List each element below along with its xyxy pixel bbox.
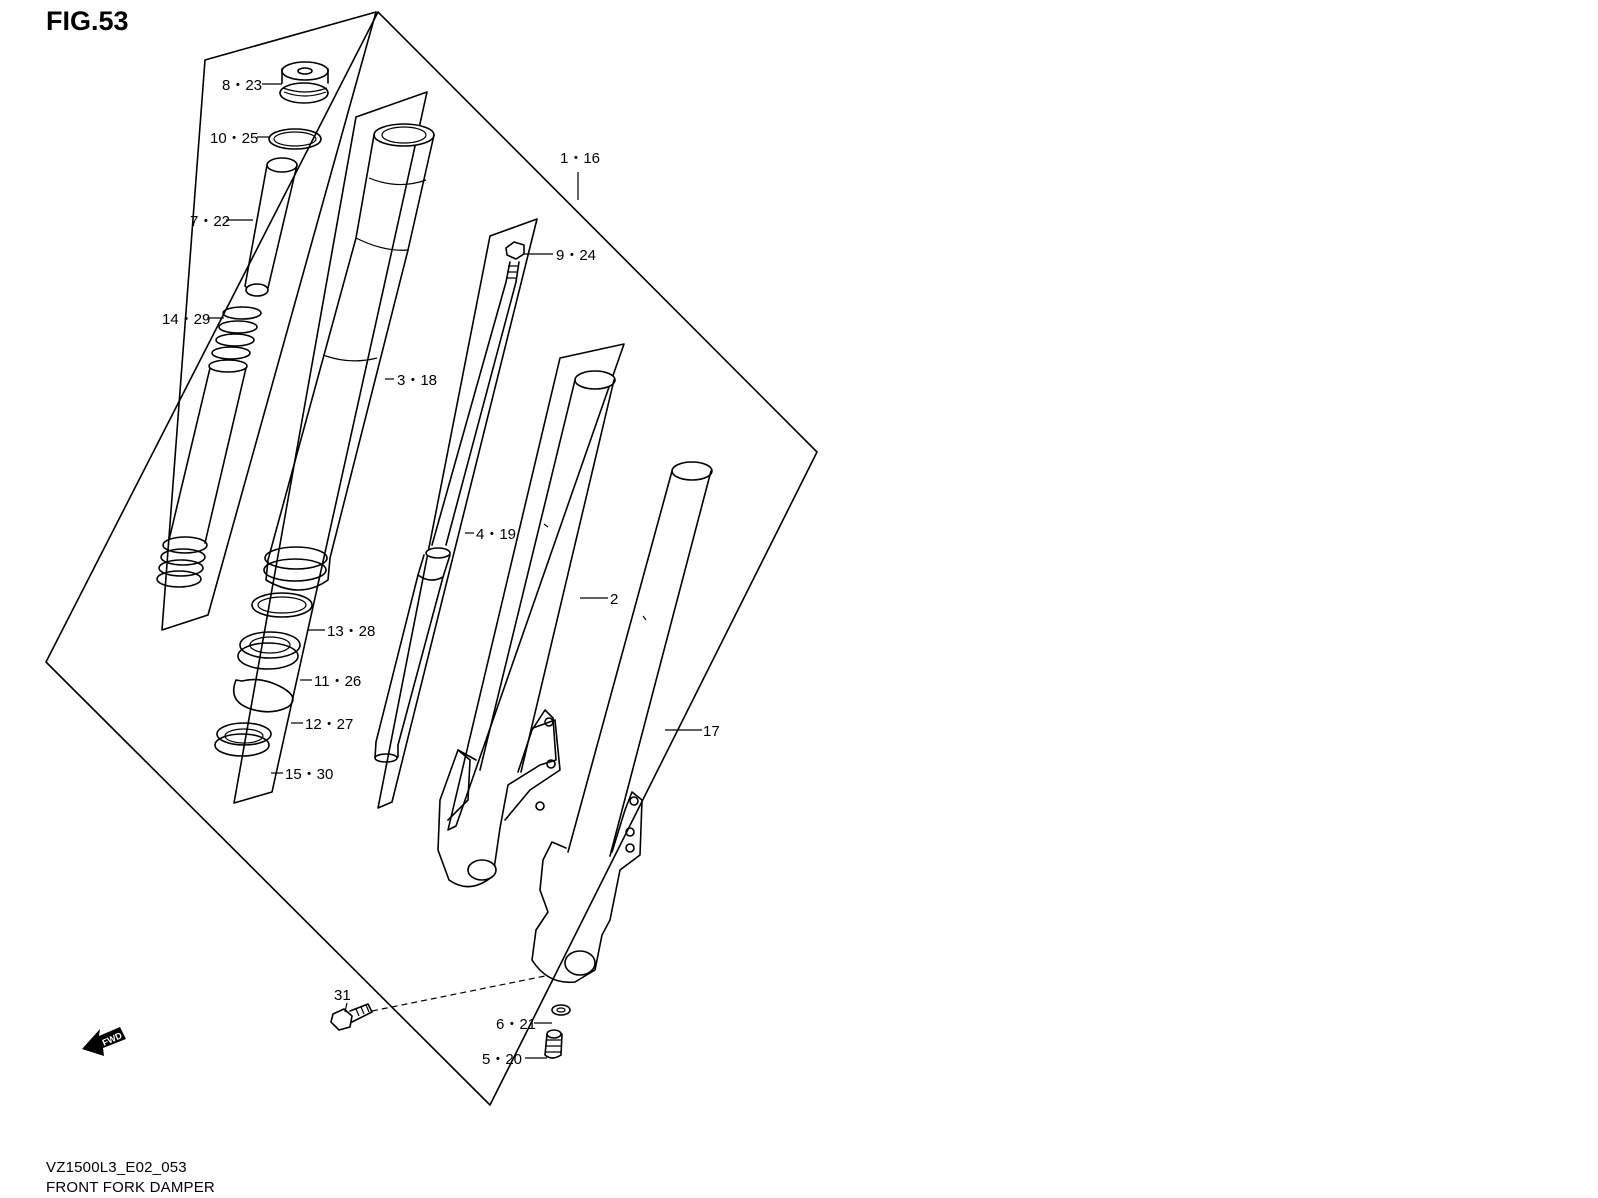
o-ring-part-10 (268, 128, 322, 150)
fwd-arrow-icon: FWD (82, 1027, 126, 1056)
oil-seal-part-11 (237, 631, 301, 670)
washer-part-6 (551, 1004, 571, 1016)
callout-12: 12・27 (305, 716, 353, 733)
callout-7: 7・22 (190, 213, 230, 230)
callout-labels: 8・23 10・25 7・22 14・29 3・18 1・16 9・24 4・1… (162, 77, 720, 1068)
group-boundary-damper-rod (377, 218, 538, 809)
callout-11: 11・26 (314, 673, 361, 690)
bolt-part-31 (330, 1003, 373, 1031)
spacer-part-7 (244, 157, 298, 297)
washer-part-13 (251, 592, 313, 618)
leader-lines (207, 83, 702, 1059)
group-boundary-inner-tube (161, 11, 377, 631)
nut-part-9 (505, 241, 525, 260)
callout-8: 8・23 (222, 77, 262, 94)
callout-13: 13・28 (327, 623, 375, 640)
dust-seal-part-15 (214, 722, 272, 757)
fwd-label: FWD (101, 1030, 124, 1048)
assembly-boundary (45, 11, 818, 1106)
callout-6: 6・21 (496, 1016, 536, 1033)
callout-31: 31 (334, 987, 351, 1004)
figure-title: FIG.53 (46, 6, 129, 36)
circlip-part-12 (232, 678, 294, 713)
drain-bolt-part-5 (544, 1029, 563, 1059)
callout-9: 9・24 (556, 247, 596, 264)
model-code: VZ1500L3_E02_053 (46, 1159, 187, 1176)
callout-1: 1・16 (560, 150, 600, 167)
cap-bolt-part-8 (279, 61, 329, 104)
inner-tube-part-3 (263, 123, 435, 591)
group-boundary-outer-tube (447, 343, 625, 831)
callout-3: 3・18 (397, 372, 437, 389)
callout-4: 4・19 (476, 526, 516, 543)
callout-15: 15・30 (285, 766, 333, 783)
outer-tube-part-17 (531, 461, 713, 984)
callout-10: 10・25 (210, 130, 258, 147)
assembly-line (371, 975, 546, 1012)
group-boundary-spring-seals (233, 91, 428, 804)
spring-part-14 (156, 306, 262, 588)
damper-rod-part-4 (374, 261, 520, 763)
figure-name: FRONT FORK DAMPER (46, 1179, 215, 1196)
callout-14: 14・29 (162, 311, 210, 328)
outer-tube-part-2 (437, 370, 616, 888)
callout-17: 17 (703, 723, 720, 740)
callout-2: 2 (610, 591, 618, 608)
callout-5: 5・20 (482, 1051, 522, 1068)
